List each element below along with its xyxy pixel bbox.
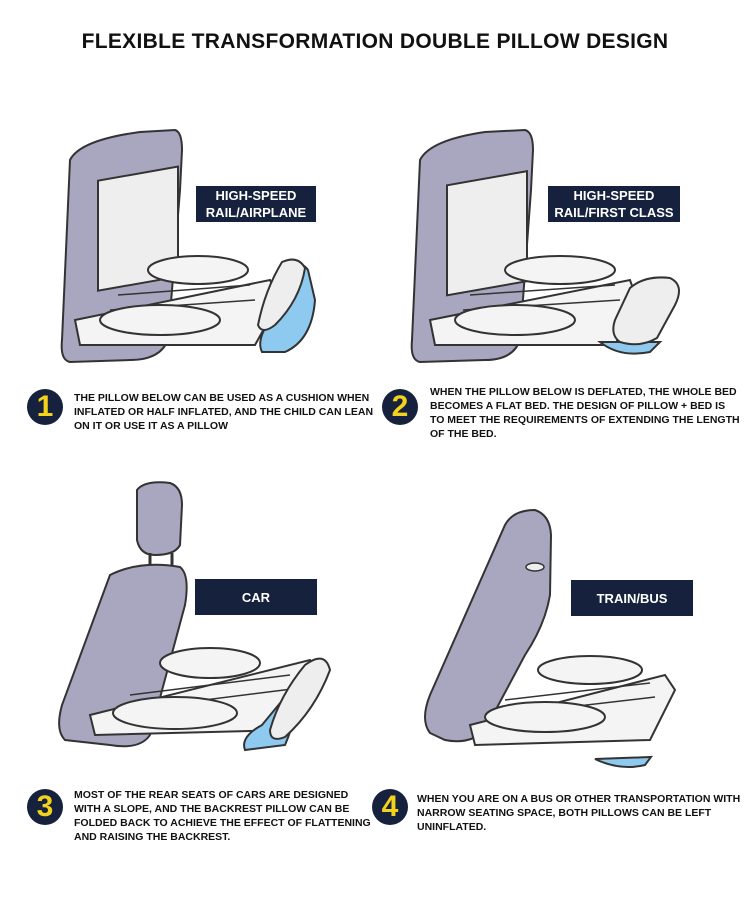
label-line-1: HIGH-SPEED <box>573 188 655 203</box>
step-number-2: 2 <box>382 389 418 425</box>
step-number-4: 4 <box>372 789 408 825</box>
label-high-speed-rail-airplane: HIGH-SPEED RAIL/AIRPLANE <box>196 186 316 222</box>
first-class-seat-illustration <box>410 128 680 364</box>
step-description-4: WHEN YOU ARE ON A BUS OR OTHER TRANSPORT… <box>417 793 741 833</box>
label-high-speed-rail-first-class: HIGH-SPEED RAIL/FIRST CLASS <box>548 186 680 222</box>
label-line-1: CAR <box>241 589 271 605</box>
step-number-3: 3 <box>27 789 63 825</box>
label-car: CAR <box>195 579 317 615</box>
label-train-bus: TRAIN/BUS <box>571 580 693 616</box>
car-seat-illustration <box>58 481 332 752</box>
panel-airplane: HIGH-SPEED RAIL/AIRPLANE <box>0 120 375 370</box>
step-description-1: THE PILLOW BELOW CAN BE USED AS A CUSHIO… <box>74 392 374 432</box>
step-description-2: WHEN THE PILLOW BELOW IS DEFLATED, THE W… <box>430 386 740 440</box>
step-number-1: 1 <box>27 389 63 425</box>
panel-train-bus: TRAIN/BUS <box>375 475 750 775</box>
label-line-1: TRAIN/BUS <box>596 590 668 606</box>
train-bus-seat-illustration <box>424 508 677 768</box>
panel-car: CAR <box>0 475 375 775</box>
label-line-1: HIGH-SPEED <box>215 188 297 203</box>
page-title: FLEXIBLE TRANSFORMATION DOUBLE PILLOW DE… <box>81 30 669 53</box>
airplane-seat-illustration <box>60 128 317 364</box>
label-line-2: RAIL/AIRPLANE <box>205 205 307 220</box>
panel-first-class: HIGH-SPEED RAIL/FIRST CLASS <box>375 120 750 370</box>
label-line-2: RAIL/FIRST CLASS <box>554 205 674 220</box>
step-description-3: MOST OF THE REAR SEATS OF CARS ARE DESIG… <box>74 789 371 843</box>
